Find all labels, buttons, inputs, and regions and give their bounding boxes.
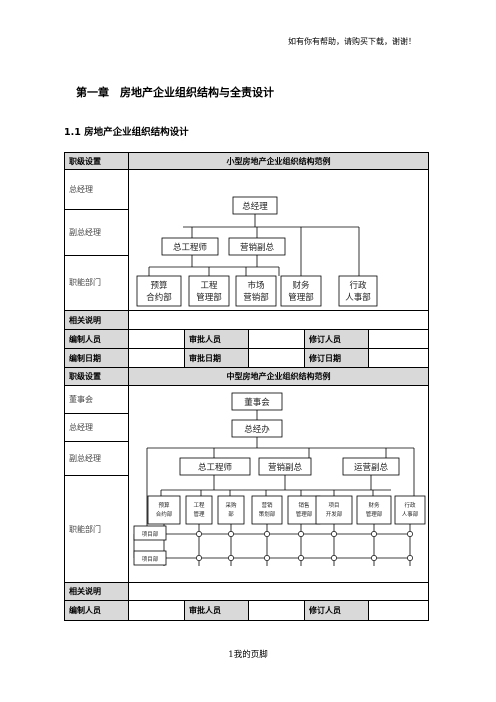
medium-dept-label: 预算	[158, 501, 170, 509]
medium-reviewer-value	[248, 600, 305, 621]
medium-dept-box	[185, 495, 213, 525]
medium-dept-label: 采购	[225, 501, 237, 509]
medium-org-chart-svg: 董事会 总经办 总工程师 营销副总 运营副总 预算 合约部 工程 管理 采购 部…	[133, 392, 426, 566]
medium-dept-label: 人事部	[402, 510, 419, 518]
small-dept-label: 合约部	[146, 292, 172, 303]
section-title: 1.1 房地产企业组织结构设计	[64, 127, 189, 138]
small-dept-admin-box	[338, 275, 378, 307]
medium-dept-label: 部	[228, 510, 234, 518]
medium-compiler-value	[128, 600, 185, 621]
small-header-title: 小型房地产企业组织结构范例	[127, 152, 430, 170]
medium-header-left: 职级设置	[64, 367, 129, 386]
small-reviser-label: 修订人员	[304, 329, 369, 349]
medium-chief-eng-label: 总工程师	[198, 462, 233, 473]
medium-dept-box	[251, 495, 283, 525]
medium-dept-label: 工程	[193, 501, 205, 509]
medium-header-title: 中型房地产企业组织结构范例	[127, 367, 430, 386]
page-footer: 1我的页脚	[228, 650, 268, 660]
medium-dept-box	[287, 495, 321, 525]
small-dept-label: 工程	[200, 281, 218, 291]
small-row-gm: 总经理	[64, 168, 129, 211]
medium-dept-label: 合约部	[156, 510, 173, 518]
medium-ops-vp-label: 运营副总	[354, 462, 389, 473]
small-reviewer-label: 审批人员	[184, 329, 249, 349]
medium-dept-label: 行政	[404, 501, 416, 509]
medium-header-row: 职级设置 中型房地产企业组织结构范例	[64, 367, 430, 386]
small-dept-finance-box	[280, 275, 322, 307]
medium-dept-label: 销售	[298, 501, 309, 509]
medium-project-box-1	[133, 525, 167, 541]
small-row-dept: 职能部门	[64, 254, 129, 312]
medium-dept-box	[356, 495, 392, 525]
medium-dept-label: 策划部	[259, 510, 276, 518]
small-reviser-value	[367, 329, 430, 349]
small-review-date-label: 审批日期	[184, 348, 249, 368]
chapter-title: 第一章 房地产企业组织结构与全责设计	[76, 86, 274, 99]
small-dept-label: 管理部	[196, 292, 222, 303]
medium-related-label: 相关说明	[64, 582, 129, 601]
medium-dept-label: 财务	[368, 501, 380, 509]
small-dept-label: 管理部	[288, 292, 314, 303]
small-org-chart: 总经理 总工程师 营销副总 预算 合约部 工程 管理部 市场 营销部 财务 管理…	[127, 169, 430, 311]
small-dept-label: 财务	[292, 280, 310, 291]
medium-dept-label: 管理部	[296, 510, 313, 518]
org-structure-table: 职级设置 小型房地产企业组织结构范例 总经理	[64, 152, 430, 621]
small-header-row: 职级设置 小型房地产企业组织结构范例	[64, 152, 430, 170]
medium-row-vp: 副总经理	[64, 441, 129, 477]
header-note: 如有你有帮助，请购买下载，谢谢！	[288, 37, 416, 46]
medium-gm-office-label: 总经办	[244, 424, 270, 435]
medium-sales-vp-label: 营销副总	[268, 462, 303, 473]
small-header-left: 职级设置	[64, 152, 129, 170]
medium-project-box-2	[133, 550, 167, 566]
medium-row-dept: 职能部门	[64, 475, 129, 583]
small-dept-label: 行政	[349, 280, 367, 291]
small-org-chart-svg: 总经理 总工程师 营销副总 预算 合约部 工程 管理部 市场 营销部 财务 管理…	[136, 196, 378, 307]
small-sales-vp-label: 营销副总	[240, 242, 275, 253]
small-chief-eng-box	[161, 237, 219, 256]
small-related-value	[127, 310, 430, 330]
medium-compiler-label: 编制人员	[64, 600, 129, 621]
medium-junction-markers	[196, 531, 413, 561]
medium-reviser-value	[367, 600, 430, 621]
small-revise-date-value	[367, 348, 430, 368]
medium-dept-box	[394, 495, 426, 525]
medium-chief-eng-box	[179, 457, 251, 476]
medium-reviser-label: 修订人员	[304, 600, 369, 621]
medium-row-gm: 总经理	[64, 413, 129, 443]
small-compile-date-value	[128, 348, 185, 368]
small-review-date-value	[248, 348, 305, 368]
small-dept-label: 市场	[247, 280, 264, 291]
small-dept-engineering-box	[188, 275, 230, 307]
medium-dept-label: 管理部	[366, 510, 383, 518]
small-chief-eng-label: 总工程师	[173, 242, 208, 253]
medium-dept-box	[315, 495, 353, 525]
medium-dept-label: 管理	[193, 510, 205, 518]
small-dept-label: 预算	[150, 280, 168, 291]
medium-row-board: 董事会	[64, 384, 129, 415]
small-compiler-value	[128, 329, 185, 349]
small-row-vp: 副总经理	[64, 209, 129, 256]
medium-project-label: 项目部	[142, 555, 159, 563]
small-dept-label: 人事部	[345, 292, 371, 303]
medium-org-chart: 董事会 总经办 总工程师 营销副总 运营副总 预算 合约部 工程 管理 采购 部…	[127, 385, 430, 583]
small-compile-date-label: 编制日期	[64, 348, 129, 368]
medium-dept-label: 营销	[261, 501, 273, 509]
medium-dept-box	[147, 495, 181, 525]
small-gm-label: 总经理	[242, 201, 268, 212]
small-dept-marketing-box	[235, 275, 277, 307]
medium-project-label: 项目部	[142, 530, 159, 538]
small-revise-date-label: 修订日期	[304, 348, 369, 368]
medium-related-value	[127, 582, 430, 601]
medium-reviewer-label: 审批人员	[184, 600, 249, 621]
small-compiler-label: 编制人员	[64, 329, 129, 349]
medium-dept-box	[217, 495, 245, 525]
small-dept-budget-box	[136, 275, 182, 307]
medium-dept-label: 项目	[328, 502, 339, 509]
small-related-label: 相关说明	[64, 310, 129, 330]
medium-dept-label: 开发部	[326, 510, 343, 518]
small-dept-label: 营销部	[243, 292, 269, 303]
medium-board-label: 董事会	[244, 397, 270, 408]
small-reviewer-value	[248, 329, 305, 349]
